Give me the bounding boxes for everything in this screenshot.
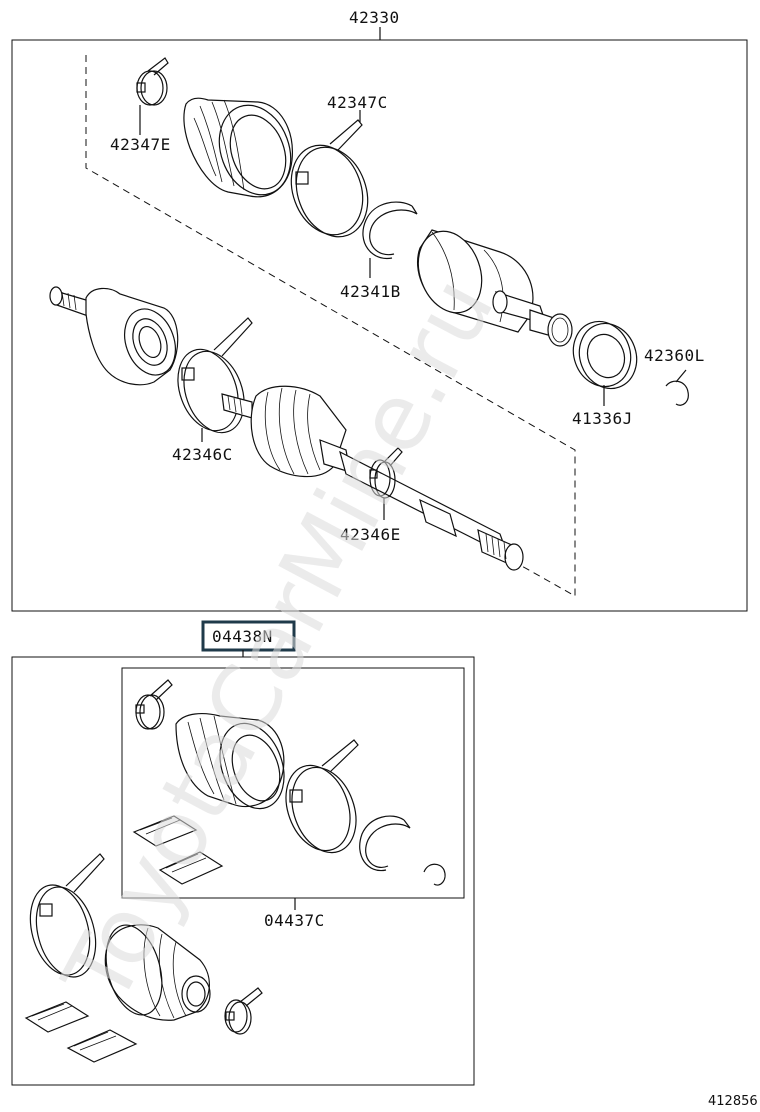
seal-41336j-drawing	[572, 320, 638, 406]
shaft-and-boot-drawing	[221, 385, 524, 571]
inner-kit-drawing	[132, 679, 446, 886]
clamp-42347e-drawing	[136, 57, 169, 135]
part-label-42360l[interactable]: 42360L	[644, 346, 705, 365]
upper-assembly-frame: 42330	[11, 8, 748, 612]
boot-upper-drawing	[183, 97, 293, 198]
part-label-42347e[interactable]: 42347E	[110, 135, 171, 154]
part-label-41336j[interactable]: 41336J	[572, 409, 633, 428]
assembly-label-04437c[interactable]: 04437C	[264, 911, 325, 930]
highlight-box	[201, 620, 296, 652]
part-label-42341b[interactable]: 42341B	[340, 282, 401, 301]
clamp-42346e-drawing	[369, 447, 403, 520]
kit-boundary-dashed	[85, 55, 576, 597]
inner-joint-drawing	[49, 286, 179, 386]
lower-kit-drawing	[24, 853, 263, 1063]
outer-cv-joint-drawing	[416, 229, 573, 347]
snap-ring-42341b-drawing	[362, 201, 418, 278]
part-label-42346e[interactable]: 42346E	[340, 525, 401, 544]
assembly-label-04438n[interactable]: 04438N	[212, 627, 273, 646]
snap-ring-42360l-drawing	[665, 369, 689, 406]
lower-assembly-frame: 04438N 04437C	[11, 620, 475, 1086]
footer-code: 412856	[708, 1094, 758, 1109]
clamp-42346c-drawing	[177, 317, 253, 442]
assembly-label-42330[interactable]: 42330	[349, 8, 400, 27]
part-label-42346c[interactable]: 42346C	[172, 445, 233, 464]
clamp-42347c-drawing	[290, 110, 369, 238]
part-label-42347c[interactable]: 42347C	[327, 93, 388, 112]
